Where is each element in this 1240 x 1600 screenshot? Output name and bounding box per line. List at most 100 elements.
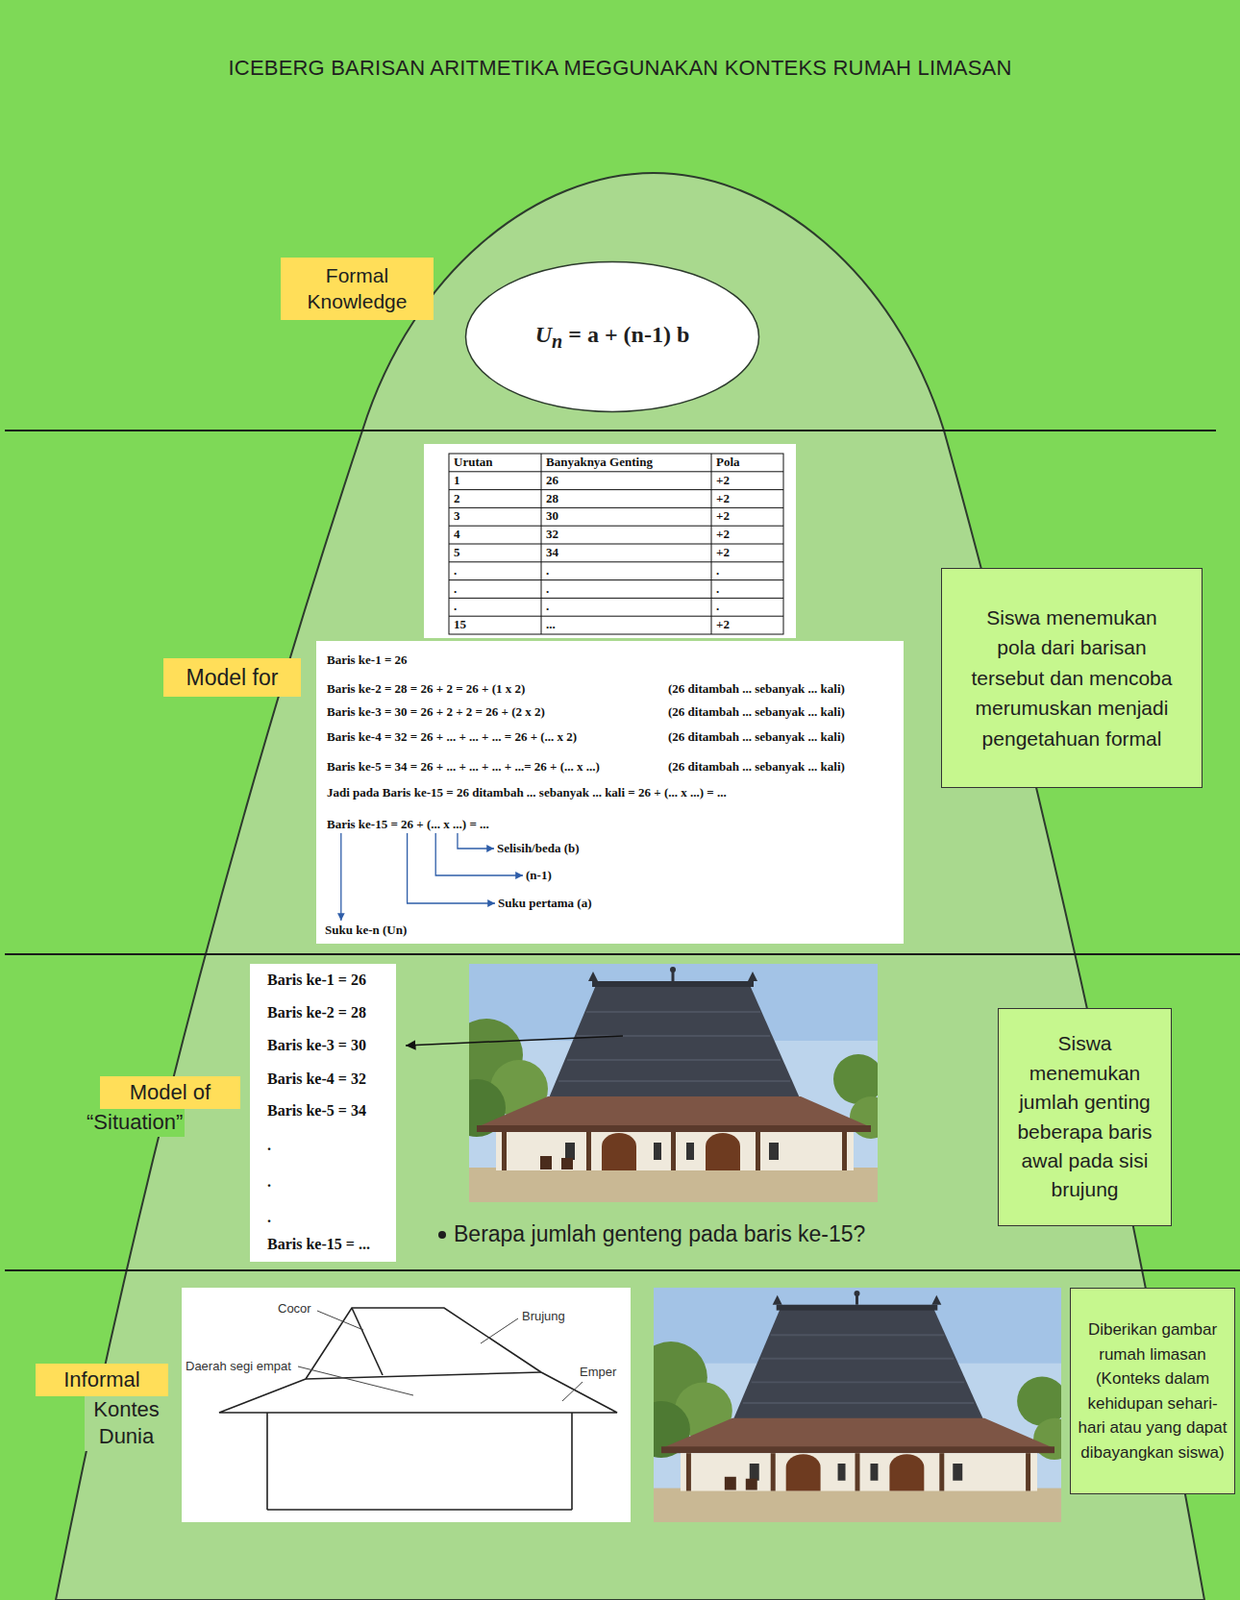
derivation-line: Baris ke-5 = 34 = 26 + ... + ... + ... +… — [326, 758, 600, 776]
leader-arrow — [457, 833, 495, 849]
table-cell: 4 — [453, 525, 539, 545]
table-cell: 32 — [545, 525, 709, 545]
note-box: Siswa menemukan jumlah genting beberapa … — [997, 1008, 1172, 1227]
level-divider — [4, 953, 1240, 956]
derivation-line: (n-1) — [525, 867, 552, 885]
derivation-line: Baris ke-3 = 30 = 26 + 2 + 2 = 26 + (2 x… — [326, 703, 546, 721]
table-panel — [423, 444, 796, 639]
table-cell: Urutan — [453, 453, 539, 472]
leader-arrow — [407, 833, 496, 904]
table-cell: +2 — [716, 490, 781, 509]
row-count: . — [267, 1209, 272, 1227]
leader-line — [317, 1311, 364, 1331]
part-name: Daerah segi empat — [185, 1359, 292, 1374]
row-count: Baris ke-3 = 30 — [267, 1037, 367, 1055]
derivation-line: Jadi pada Baris ke-15 = 26 ditambah ... … — [326, 784, 727, 802]
row-count: Baris ke-2 = 28 — [267, 1004, 367, 1022]
table-grid — [448, 453, 784, 635]
table-cell: . — [545, 580, 709, 599]
ellipse-outline — [466, 262, 760, 413]
leader-line — [480, 1318, 519, 1344]
level-label-text: Model for — [163, 658, 301, 697]
derivation-line: (26 ditambah ... sebanyak ... kali) — [668, 758, 845, 776]
derivation-line: Baris ke-4 = 32 = 26 + ... + ... + ... =… — [326, 728, 577, 746]
derivation-line: Baris ke-15 = 26 + (... x ...) = ... — [326, 816, 490, 834]
row-list-panel — [249, 964, 397, 1263]
leader-lines — [297, 1311, 583, 1402]
formula-text: Un = a + (n-1) b — [535, 322, 691, 353]
derivation-line: Selisih/beda (b) — [496, 840, 580, 858]
table-cell: . — [716, 580, 781, 599]
row-count: Baris ke-1 = 26 — [267, 971, 367, 990]
table-cell: Pola — [716, 453, 781, 472]
row-count: Baris ke-15 = ... — [267, 1236, 371, 1254]
derivation-line: Suku ke-n (Un) — [324, 921, 407, 940]
level-label: InformalKontes Dunia — [35, 1364, 169, 1452]
table-cell: . — [453, 580, 539, 599]
note-box: Siswa menemukan pola dari barisan terseb… — [941, 568, 1203, 789]
level-divider — [4, 1269, 1240, 1272]
iceberg — [55, 173, 1205, 1600]
table-cell: +2 — [716, 507, 781, 526]
table-cell: . — [453, 597, 539, 617]
pointer-arrow — [405, 1036, 623, 1046]
table-cell: +2 — [716, 471, 781, 491]
leader-arrow — [340, 833, 342, 921]
table-cell: 1 — [453, 471, 539, 491]
table-cell: . — [453, 562, 539, 581]
table-cell: . — [545, 597, 709, 617]
part-name: Emper — [579, 1364, 617, 1380]
row-count: . — [267, 1173, 272, 1191]
table-cell: +2 — [716, 616, 781, 635]
level-label-text: Formal Knowledge — [280, 257, 434, 321]
note-box: Diberikan gambar rumah limasan (Konteks … — [1069, 1288, 1236, 1495]
walls — [267, 1413, 572, 1511]
hip-line — [351, 1308, 383, 1376]
row-count: . — [267, 1137, 272, 1155]
note-text: Siswa menemukan pola dari barisan terseb… — [967, 602, 1177, 755]
derivation-panel — [316, 641, 904, 944]
table-cell: 26 — [545, 471, 709, 491]
upper-roof-outline — [305, 1308, 542, 1380]
table-cell: . — [716, 562, 781, 581]
house-sketch — [219, 1308, 618, 1511]
bullet — [438, 1231, 447, 1240]
table-cell: 5 — [453, 544, 539, 563]
leader-line — [297, 1366, 414, 1396]
roof-base — [305, 1372, 542, 1380]
table-border — [448, 453, 784, 635]
leader-line — [562, 1382, 583, 1402]
table-cell: 3 — [453, 507, 539, 526]
row-count: Baris ke-5 = 34 — [267, 1102, 367, 1120]
derivation-line: (26 ditambah ... sebanyak ... kali) — [668, 703, 845, 721]
table-cell: 34 — [545, 544, 709, 563]
derivation-line: Baris ke-1 = 26 — [326, 651, 408, 670]
part-name: Cocor — [277, 1301, 312, 1316]
level-label-subtext: Kontes Dunia — [84, 1396, 169, 1452]
level-label-subtext: “Situation” — [84, 1109, 185, 1138]
level-divider — [4, 429, 1216, 432]
level-label: Model for — [163, 658, 301, 697]
table-cell: 2 — [453, 490, 539, 509]
table-cell: +2 — [716, 525, 781, 545]
level-label: Formal Knowledge — [280, 257, 434, 321]
level-label-text: Model of — [99, 1076, 241, 1110]
question-text: Berapa jumlah genteng pada baris ke-15? — [453, 1220, 866, 1248]
derivation-line: (26 ditambah ... sebanyak ... kali) — [668, 728, 845, 746]
table-cell: 15 — [453, 616, 539, 635]
table-cell: . — [716, 597, 781, 617]
table-cell: 28 — [545, 490, 709, 509]
table-cell: 30 — [545, 507, 709, 526]
formula-ellipse: Un = a + (n-1) b — [464, 260, 761, 414]
derivation-line: Baris ke-2 = 28 = 26 + 2 = 26 + (1 x 2) — [326, 680, 525, 698]
derivation-line: (26 ditambah ... sebanyak ... kali) — [668, 680, 845, 698]
row-count: Baris ke-4 = 32 — [267, 1070, 367, 1089]
house-sketch-panel — [181, 1288, 631, 1523]
level-label: Model of“Situation” — [99, 1076, 241, 1138]
table-cell: Banyaknya Genting — [545, 453, 709, 472]
derivation-line: Suku pertama (a) — [497, 894, 593, 913]
house-photo — [632, 1288, 1076, 1523]
table-cell: ... — [545, 616, 709, 635]
note-text: Diberikan gambar rumah limasan (Konteks … — [1076, 1317, 1229, 1465]
level-label-text: Informal — [35, 1364, 169, 1397]
